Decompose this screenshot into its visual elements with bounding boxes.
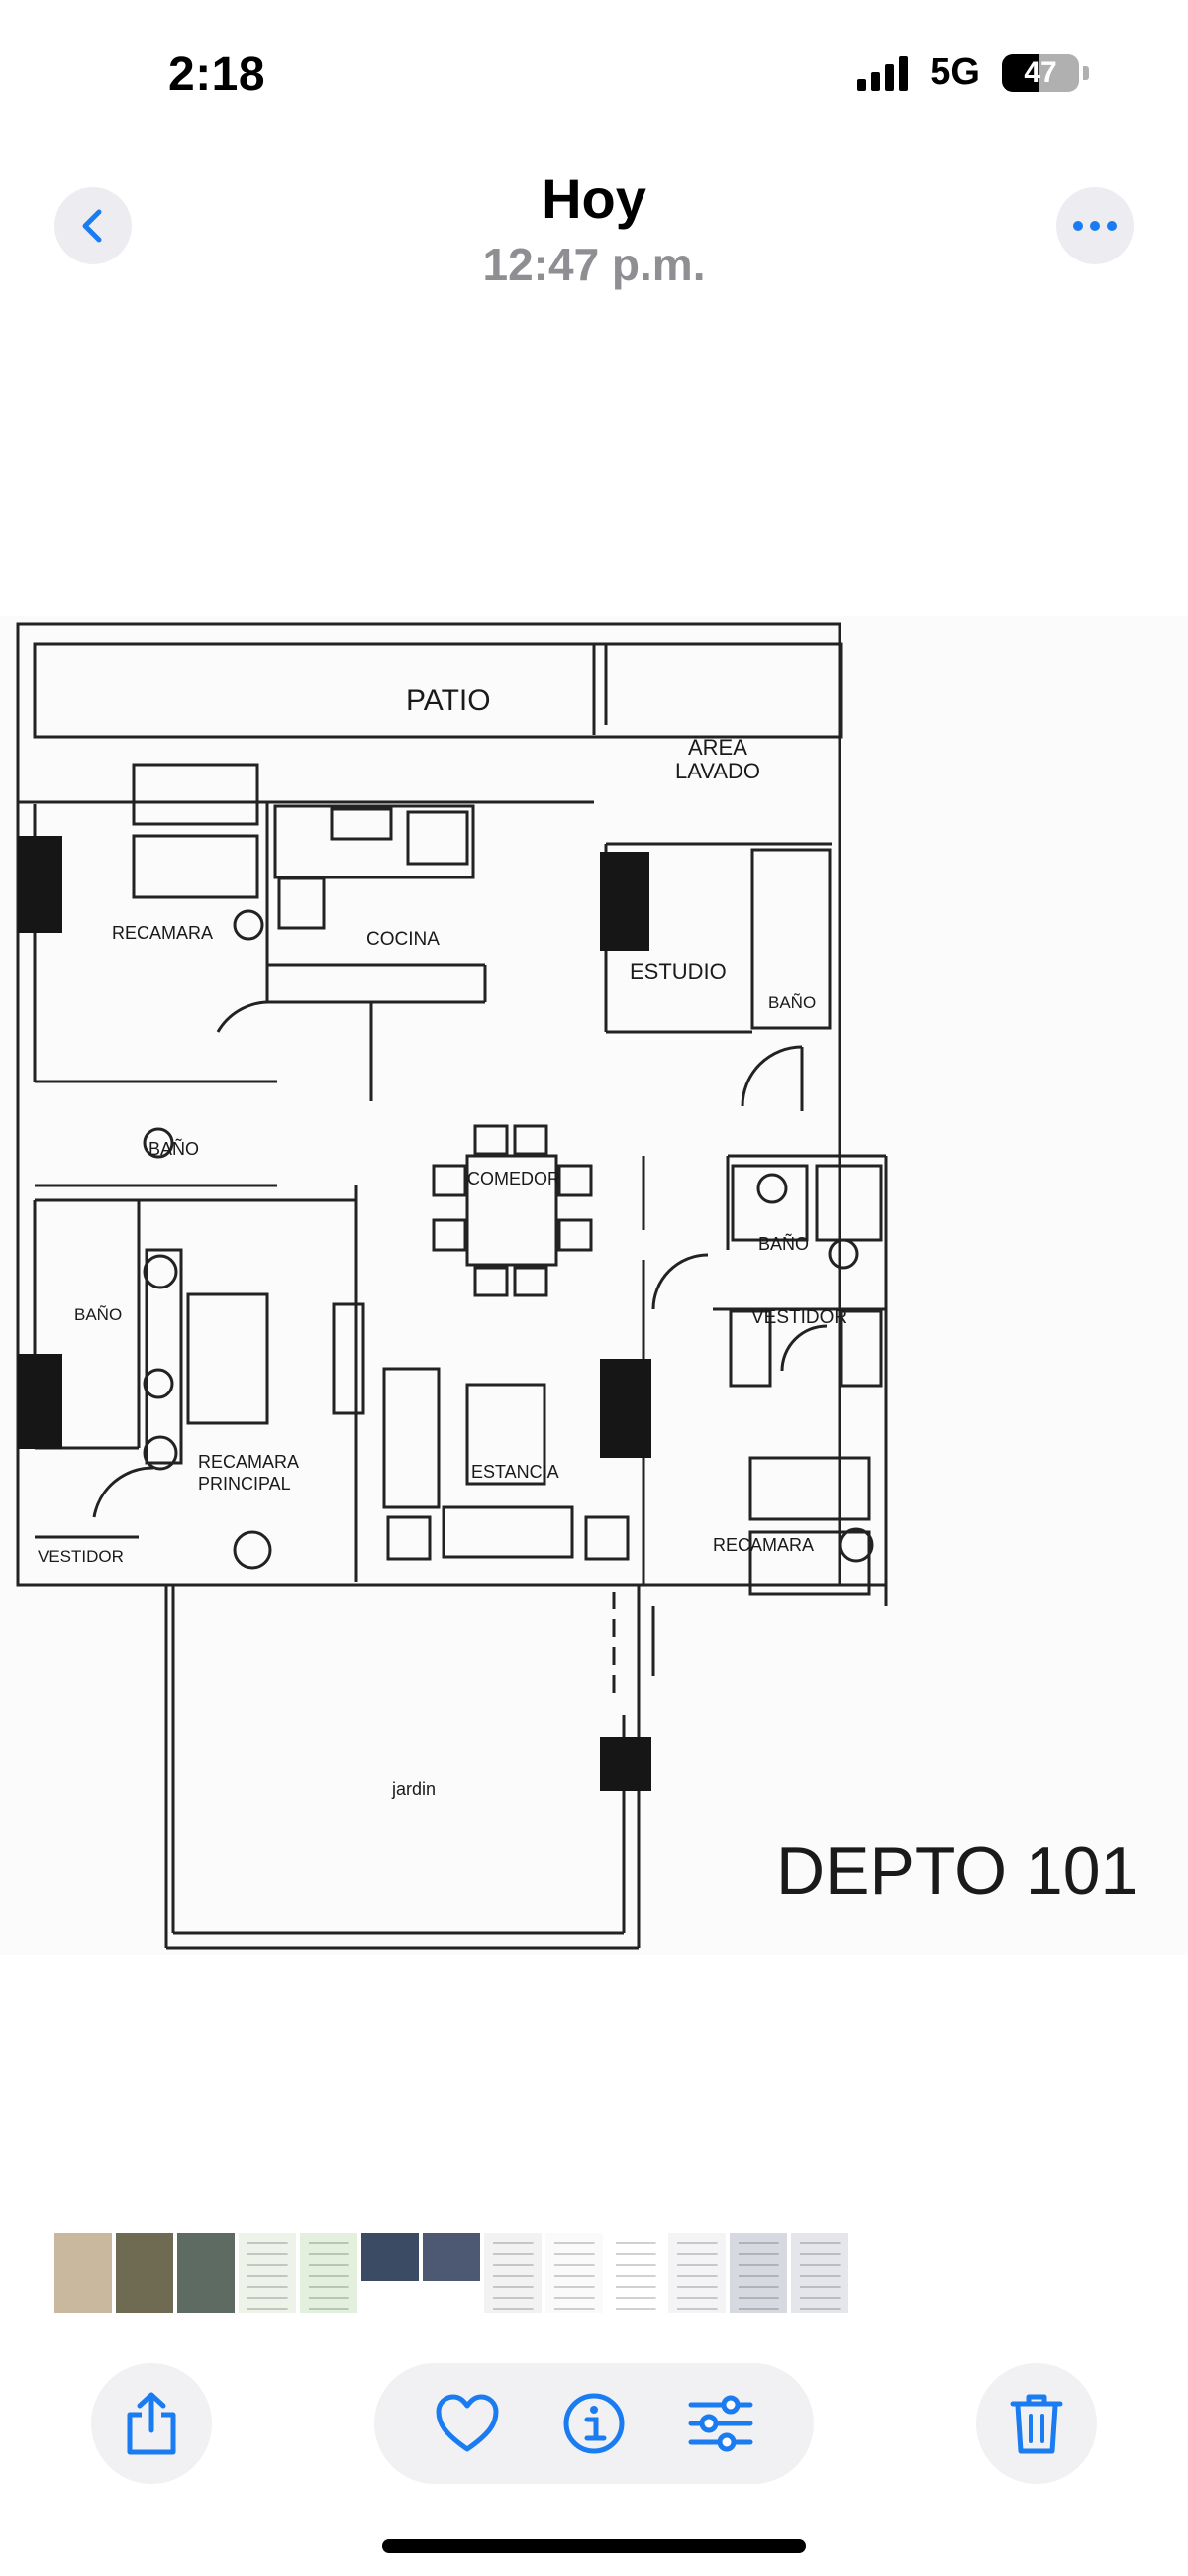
room-label-recamara-1: RECAMARA xyxy=(112,923,213,943)
back-button[interactable] xyxy=(54,187,132,264)
thumbnail-document[interactable] xyxy=(607,2233,664,2313)
room-label-jardin: jardin xyxy=(391,1779,436,1799)
room-label-estancia: ESTANCIA xyxy=(471,1462,559,1482)
delete-button[interactable] xyxy=(976,2363,1097,2484)
room-label-recamara-2: RECAMARA xyxy=(713,1535,814,1555)
room-label-bano-1: BAÑO xyxy=(768,993,816,1012)
more-button[interactable] xyxy=(1056,187,1134,264)
thumbnail-screenshot[interactable] xyxy=(730,2233,787,2313)
thumbnail-screenshot[interactable] xyxy=(791,2233,848,2313)
battery-percent: 47 xyxy=(1024,55,1057,89)
thumbnail-listing[interactable] xyxy=(423,2233,480,2313)
floor-plan-image: PATIO ÁREA LAVADO RECAMARA COCINA ESTUDI… xyxy=(16,622,1138,1950)
room-label-bano-4: BAÑO xyxy=(74,1305,122,1324)
trash-icon xyxy=(1010,2394,1063,2454)
room-label-patio: PATIO xyxy=(406,684,491,717)
adjust-button[interactable] xyxy=(676,2379,765,2468)
battery-icon: 47 xyxy=(1002,53,1079,92)
room-label-bano-3: BAÑO xyxy=(758,1233,809,1254)
chevron-left-icon xyxy=(82,209,102,243)
thumbnail-document[interactable] xyxy=(239,2233,296,2313)
status-time: 2:18 xyxy=(168,49,266,101)
thumbnail-photo[interactable] xyxy=(54,2233,112,2313)
photo-viewer[interactable]: PATIO ÁREA LAVADO RECAMARA COCINA ESTUDI… xyxy=(0,616,1188,1955)
room-label-area-lavado: ÁREA xyxy=(688,735,747,760)
info-button[interactable] xyxy=(549,2379,639,2468)
thumbnail-document[interactable] xyxy=(668,2233,726,2313)
room-label-cocina: COCINA xyxy=(366,929,440,950)
floor-plan-title: DEPTO 101 xyxy=(776,1833,1138,1908)
sliders-icon xyxy=(688,2395,753,2452)
network-type: 5G xyxy=(930,52,980,93)
status-indicators: 5G 47 xyxy=(857,52,1089,94)
page-subtitle: 12:47 p.m. xyxy=(482,239,706,290)
info-icon xyxy=(563,2393,625,2454)
page-title: Hoy xyxy=(542,167,646,230)
thumbnail-plan[interactable] xyxy=(545,2233,603,2313)
thumbnail-listing[interactable] xyxy=(361,2233,419,2313)
room-label-vestidor-1: VESTIDOR xyxy=(751,1307,847,1328)
room-label-area-lavado-2: LAVADO xyxy=(675,759,760,783)
share-button[interactable] xyxy=(91,2363,212,2484)
favorite-button[interactable] xyxy=(423,2379,512,2468)
thumbnail-plan[interactable] xyxy=(484,2233,542,2313)
room-label-vestidor-2: VESTIDOR xyxy=(38,1547,124,1566)
heart-icon xyxy=(436,2394,499,2452)
battery-tip xyxy=(1083,65,1089,80)
thumbnail-photo[interactable] xyxy=(177,2233,235,2313)
battery-fill xyxy=(1002,53,1039,92)
room-label-bano-2: BAÑO xyxy=(148,1138,199,1159)
home-indicator xyxy=(382,2539,806,2553)
thumbnail-document[interactable] xyxy=(300,2233,357,2313)
thumbnail-photo[interactable] xyxy=(116,2233,173,2313)
thumbnail-strip[interactable] xyxy=(54,2233,848,2313)
cellular-signal-icon xyxy=(857,55,909,91)
room-label-recamara-principal: RECAMARA xyxy=(198,1452,299,1472)
room-label-comedor: COMEDOR xyxy=(467,1169,560,1188)
action-toolbar xyxy=(374,2363,814,2484)
room-label-recamara-principal-2: PRINCIPAL xyxy=(198,1474,291,1494)
share-icon xyxy=(127,2392,176,2455)
room-label-estudio: ESTUDIO xyxy=(630,959,727,983)
ellipsis-icon xyxy=(1073,221,1117,231)
